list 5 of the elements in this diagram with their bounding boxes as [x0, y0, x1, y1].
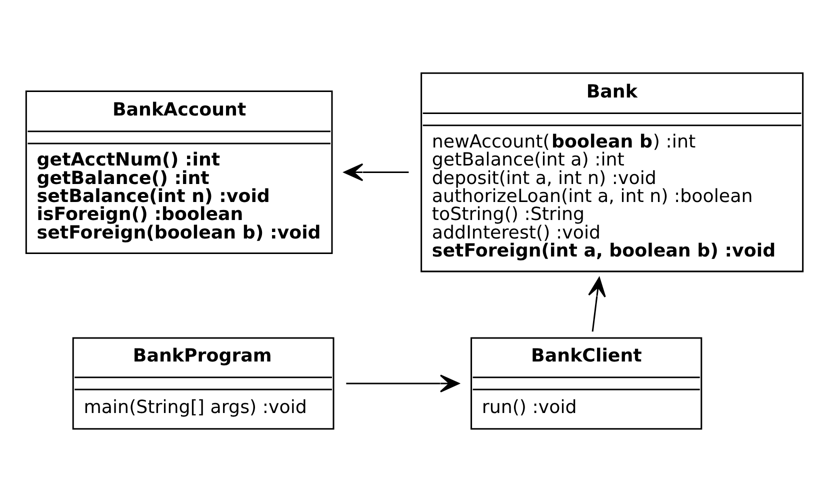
- arrow: [344, 162, 409, 181]
- arrow: [588, 276, 606, 332]
- node-box: BankAccount getAcctNum() :int getBalance() :int setBalance(int n) :void isForeign() :boolean setForeign(boolean b) :void: [25, 90, 333, 254]
- node-box: BankProgram main(String[] args) :void: [72, 336, 334, 430]
- arrow: [346, 374, 460, 392]
